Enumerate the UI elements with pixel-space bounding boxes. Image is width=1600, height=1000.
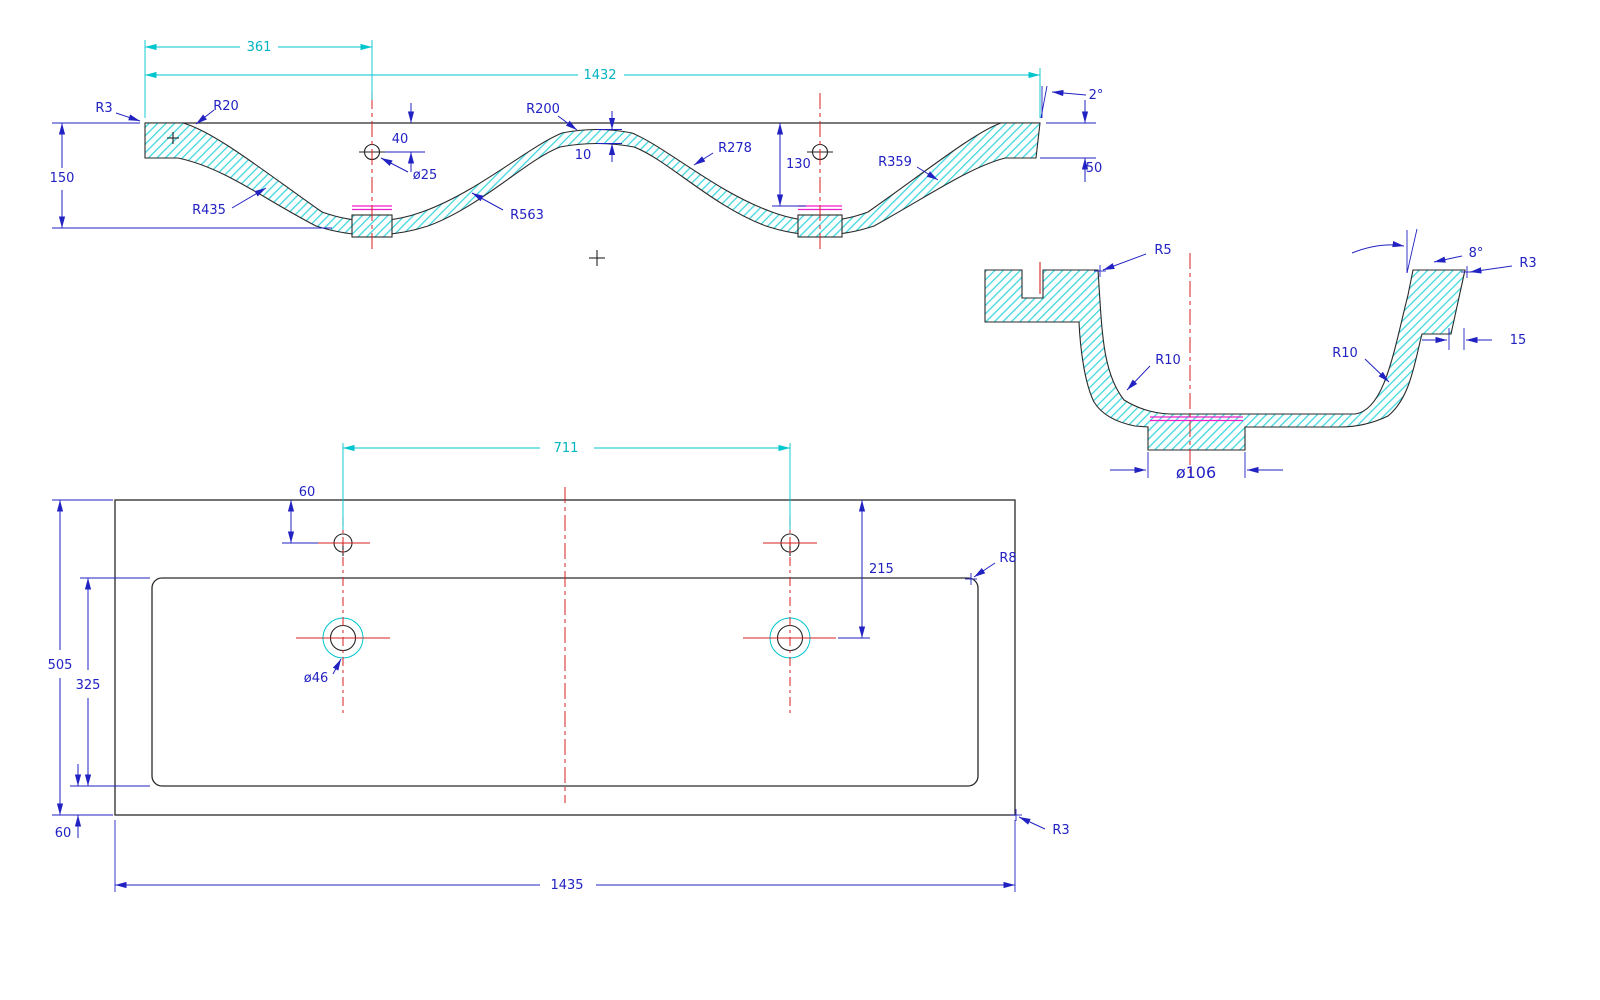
label-r278-text: R278 xyxy=(718,141,752,156)
label-r5-text: R5 xyxy=(1154,243,1171,258)
dim-215-label: 215 xyxy=(869,562,894,577)
dim-1432-label: 1432 xyxy=(583,68,616,83)
side-waterlines xyxy=(1150,416,1243,422)
label-r359: R359 xyxy=(878,155,939,181)
dim-505: 505 xyxy=(48,499,113,816)
label-r563: R563 xyxy=(471,192,544,223)
label-r278: R278 xyxy=(693,141,752,166)
dim-325-label: 325 xyxy=(76,678,101,693)
label-r200-text: R200 xyxy=(526,102,560,117)
dim-325: 325 xyxy=(70,577,150,787)
dim-130: 130 xyxy=(772,123,811,207)
front-section-view: 361 1432 150 R3 R20 xyxy=(50,40,1104,266)
dim-15-label: 15 xyxy=(1510,333,1527,348)
plan-view: 711 60 215 R8 ø46 xyxy=(48,441,1070,893)
label-r20-text: R20 xyxy=(213,99,239,114)
label-r435-text: R435 xyxy=(192,203,226,218)
front-waterlines xyxy=(352,205,842,211)
label-r3-plan-text: R3 xyxy=(1052,823,1069,838)
dim-150-label: 150 xyxy=(50,171,75,186)
dim-angle-2deg-label: 2° xyxy=(1089,88,1104,103)
front-shell-section xyxy=(144,122,1041,236)
front-center-marks xyxy=(167,132,605,266)
label-r3-side: R3 xyxy=(1461,256,1537,278)
label-r3-front: R3 xyxy=(95,101,141,122)
label-r563-text: R563 xyxy=(510,208,544,223)
dim-711: 711 xyxy=(342,441,791,530)
label-r3-side-text: R3 xyxy=(1519,256,1536,271)
dim-60-top-label: 60 xyxy=(299,485,316,500)
label-r10-right-text: R10 xyxy=(1332,346,1358,361)
dim-215: 215 xyxy=(838,500,894,639)
dim-40: 40 xyxy=(385,103,425,172)
dim-150: 150 xyxy=(50,122,332,229)
plan-centerlines xyxy=(296,487,836,803)
dim-130-label: 130 xyxy=(786,157,811,172)
label-dia46: ø46 xyxy=(304,658,342,686)
label-r200: R200 xyxy=(526,102,578,131)
label-dia25-text: ø25 xyxy=(413,168,438,183)
label-r359-text: R359 xyxy=(878,155,912,170)
side-section-view: R5 8° R3 15 R10 xyxy=(984,228,1537,482)
dim-1435-label: 1435 xyxy=(550,878,583,893)
label-r10-left-text: R10 xyxy=(1155,353,1181,368)
label-r3-plan: R3 xyxy=(1010,809,1070,838)
dim-angle-8deg: 8° xyxy=(1351,228,1484,274)
dim-15: 15 xyxy=(1422,328,1526,350)
dim-711-label: 711 xyxy=(554,441,579,456)
dim-angle-8deg-label: 8° xyxy=(1469,246,1484,261)
label-dia46-text: ø46 xyxy=(304,671,329,686)
dim-10: 10 xyxy=(575,111,622,163)
dim-50: 50 xyxy=(1040,100,1102,182)
dim-dia106-label: ø106 xyxy=(1176,463,1216,482)
label-r8-text: R8 xyxy=(999,551,1016,566)
dim-dia106: ø106 xyxy=(1110,452,1283,482)
label-r10-left: R10 xyxy=(1126,353,1181,391)
label-dia25: ø25 xyxy=(380,157,438,183)
label-r435: R435 xyxy=(192,187,267,218)
dim-1435: 1435 xyxy=(114,820,1016,893)
dim-10-label: 10 xyxy=(575,148,592,163)
dim-40-label: 40 xyxy=(392,132,409,147)
dim-505-label: 505 xyxy=(48,658,73,673)
side-shell-section xyxy=(984,269,1466,451)
label-r10-right: R10 xyxy=(1332,346,1390,383)
label-r3-front-text: R3 xyxy=(95,101,112,116)
label-r8: R8 xyxy=(965,551,1017,585)
dim-60-bottom: 60 xyxy=(55,764,82,841)
dim-1432: 1432 xyxy=(145,68,1041,118)
dim-50-label: 50 xyxy=(1086,161,1103,176)
label-r20: R20 xyxy=(195,99,239,125)
dim-60-bottom-label: 60 xyxy=(55,826,72,841)
dim-60-top: 60 xyxy=(282,485,318,544)
dim-angle-2deg: 2° xyxy=(1040,85,1104,119)
dim-361-label: 361 xyxy=(247,40,272,55)
label-r5: R5 xyxy=(1094,243,1172,277)
dim-361: 361 xyxy=(144,40,373,118)
